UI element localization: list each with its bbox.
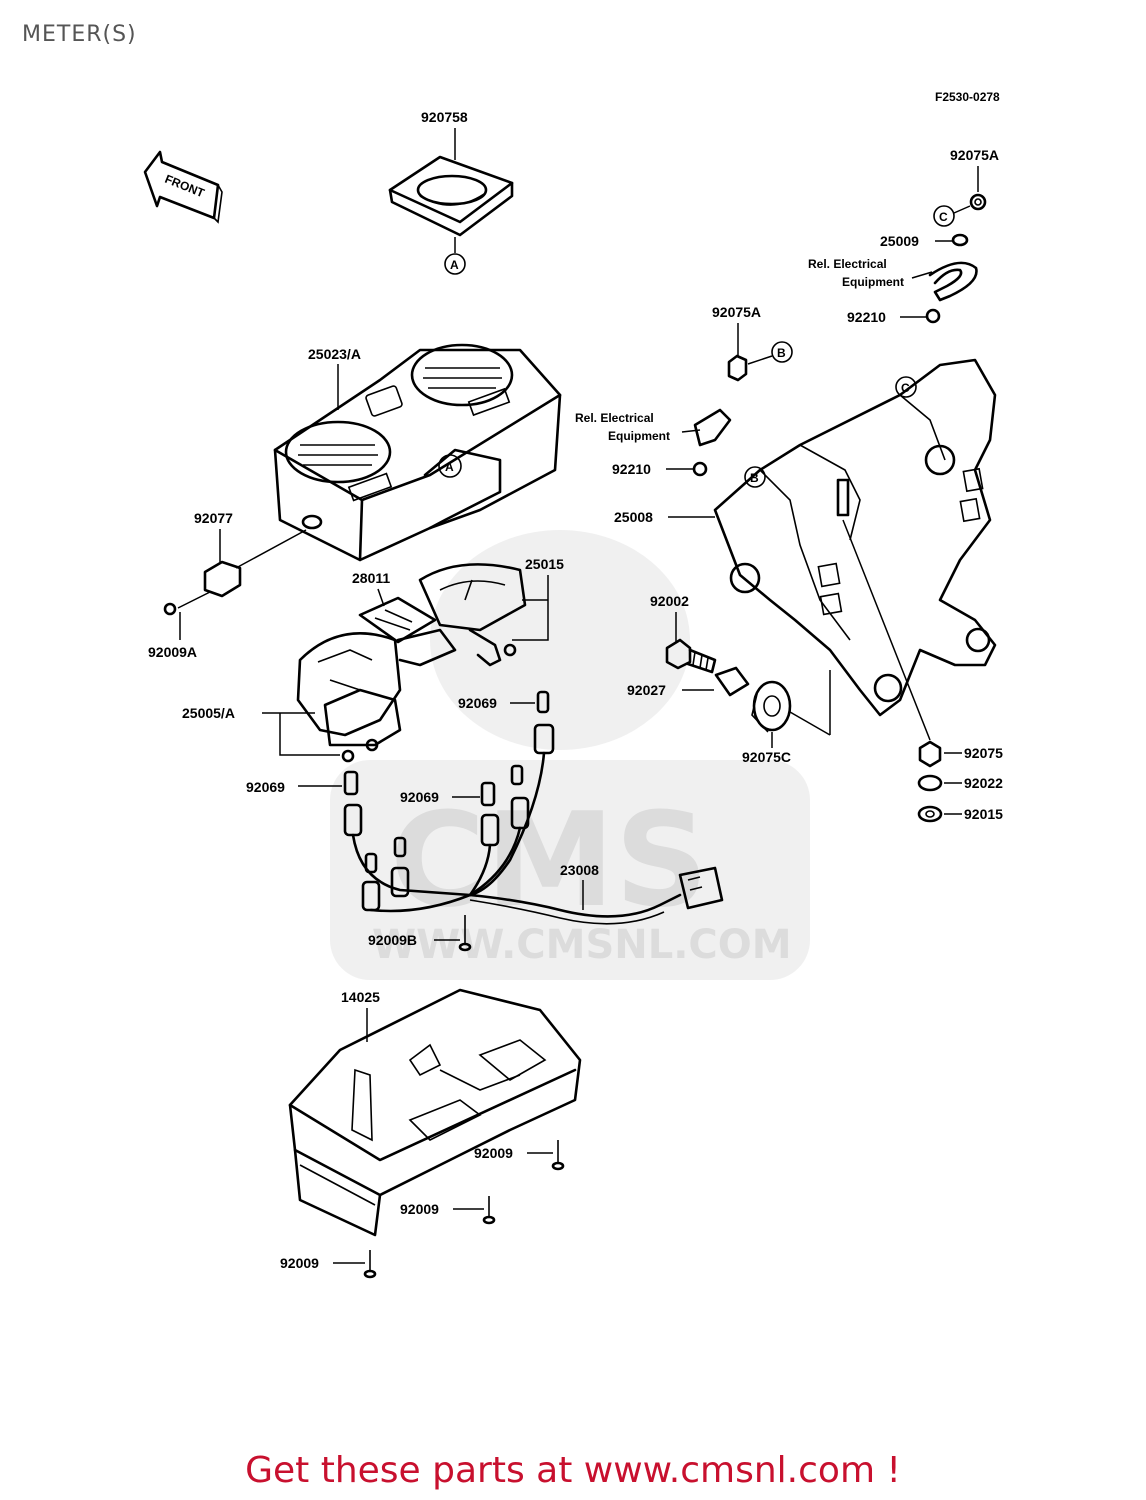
wiring-harness-23008: 92069 92069 92069 23008 92009B <box>246 690 724 952</box>
label-92022: 92022 <box>964 775 1003 791</box>
label-25023A: 25023/A <box>308 346 361 362</box>
label-92009A: 92009A <box>148 644 197 660</box>
front-label: FRONT <box>163 172 207 201</box>
label-25015: 25015 <box>525 556 564 572</box>
label-25009: 25009 <box>880 233 919 249</box>
grommet-920758: 920758 A <box>388 109 514 275</box>
label-92027: 92027 <box>627 682 666 698</box>
label-92002: 92002 <box>650 593 689 609</box>
label-92069-c: 92069 <box>400 789 439 805</box>
bracket-hardware-mid: Rel. Electrical Equipment 92210 <box>575 408 732 477</box>
rel-elec-top-line1: Rel. Electrical <box>808 257 887 271</box>
meter-case-25023A: 25023/A A <box>235 343 562 569</box>
parts-link-banner[interactable]: Get these parts at www.cmsnl.com ! <box>245 1450 901 1491</box>
callout-c-top: C <box>939 210 948 224</box>
label-92075A-mid: 92075A <box>712 304 761 320</box>
bracket-hardware-top: 92075A C 25009 Rel. Electrical Equipment… <box>808 147 999 325</box>
watermark: CMS WWW.CMSNL.COM <box>330 530 810 980</box>
rel-elec-mid-line1: Rel. Electrical <box>575 411 654 425</box>
label-23008: 23008 <box>560 862 599 878</box>
rel-elec-mid-line2: Equipment <box>608 429 670 443</box>
label-92210-top: 92210 <box>847 309 886 325</box>
callout-b-bracket: B <box>750 471 759 485</box>
cable-nut-92077: 92077 92009A <box>148 510 242 660</box>
label-92075A-top: 92075A <box>950 147 999 163</box>
label-25008: 25008 <box>614 509 653 525</box>
callout-b-mid: B <box>777 346 786 360</box>
meter-bracket-25008: 25008 B C <box>614 358 997 741</box>
label-28011: 28011 <box>352 570 390 586</box>
label-92069-a: 92069 <box>458 695 497 711</box>
label-92009-b: 92009 <box>400 1201 439 1217</box>
label-92210-mid: 92210 <box>612 461 651 477</box>
label-92075: 92075 <box>964 745 1003 761</box>
page-title: METER(S) <box>22 22 137 47</box>
watermark-logo: CMS <box>390 784 708 936</box>
label-92009-c: 92009 <box>280 1255 319 1271</box>
mount-hardware: 92002 92027 92075C <box>627 593 831 765</box>
label-92077: 92077 <box>194 510 233 526</box>
label-25005A: 25005/A <box>182 705 235 721</box>
callout-a-case: A <box>445 460 454 474</box>
rel-elec-top-line2: Equipment <box>842 275 904 289</box>
nut-washer-stack: 92075 92022 92015 <box>917 740 1003 823</box>
label-92015: 92015 <box>964 806 1003 822</box>
meter-cover-14025: 14025 92009 92009 92009 <box>280 988 582 1279</box>
label-92009-a: 92009 <box>474 1145 513 1161</box>
callout-a-top: A <box>450 258 459 272</box>
figure-code: F2530-0278 <box>935 90 1000 104</box>
label-920758: 920758 <box>421 109 468 125</box>
front-arrow-icon: FRONT <box>143 150 223 224</box>
label-92075C: 92075C <box>742 749 791 765</box>
watermark-url: WWW.CMSNL.COM <box>372 922 792 968</box>
nut-92075A-mid: 92075A B <box>712 304 793 382</box>
label-92069-b: 92069 <box>246 779 285 795</box>
callout-c-bracket: C <box>901 381 910 395</box>
label-92009B: 92009B <box>368 932 417 948</box>
label-14025: 14025 <box>341 989 380 1005</box>
meter-units: 28011 25015 25005/A <box>182 556 564 763</box>
